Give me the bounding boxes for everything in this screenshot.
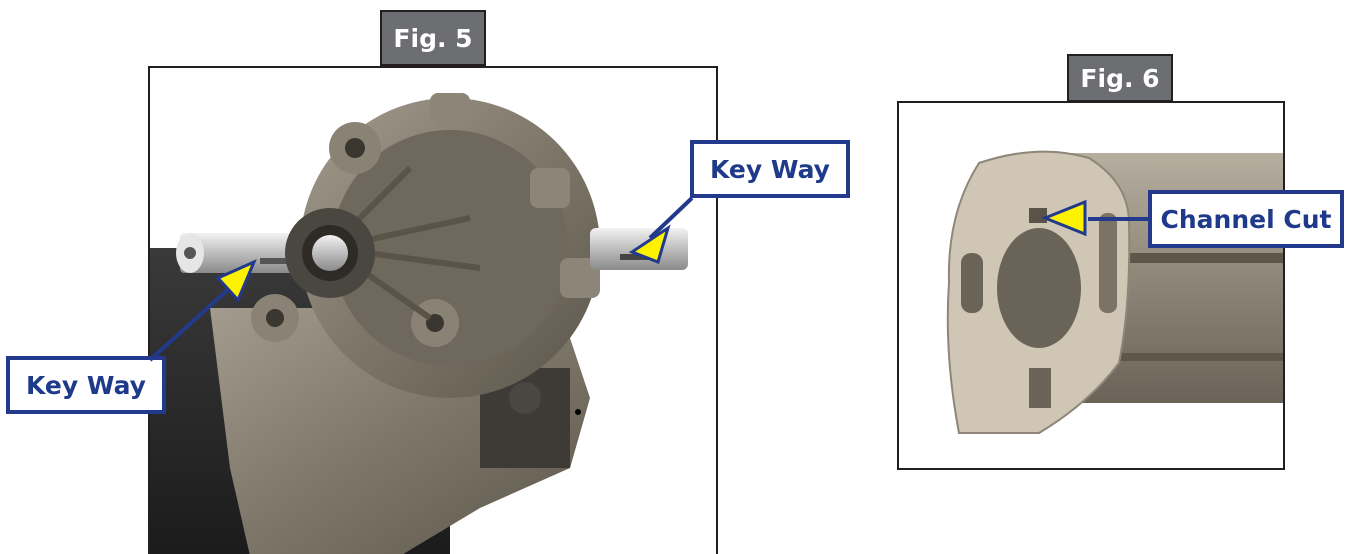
fig5-label: Fig. 5 <box>380 10 486 66</box>
set-screw <box>509 382 541 414</box>
fig6-label: Fig. 6 <box>1067 54 1173 102</box>
channel-cut <box>1029 208 1047 223</box>
arrow-line-right-keyway <box>648 196 694 240</box>
arrow-head-right-keyway-icon <box>628 224 671 264</box>
fig5-keyway-callout-left: Key Way <box>6 356 166 414</box>
fig5-frame <box>148 66 718 554</box>
arrow-head-channel-cut-icon <box>1040 199 1087 237</box>
center-bore <box>997 228 1081 348</box>
arrow-head-left-keyway-icon <box>215 259 257 303</box>
gear-motor-illustration <box>150 93 688 554</box>
fig6-channel-cut-callout: Channel Cut <box>1148 190 1344 248</box>
arrow-line-left-keyway <box>148 284 234 362</box>
fig5-keyway-callout-right: Key Way <box>690 140 850 198</box>
